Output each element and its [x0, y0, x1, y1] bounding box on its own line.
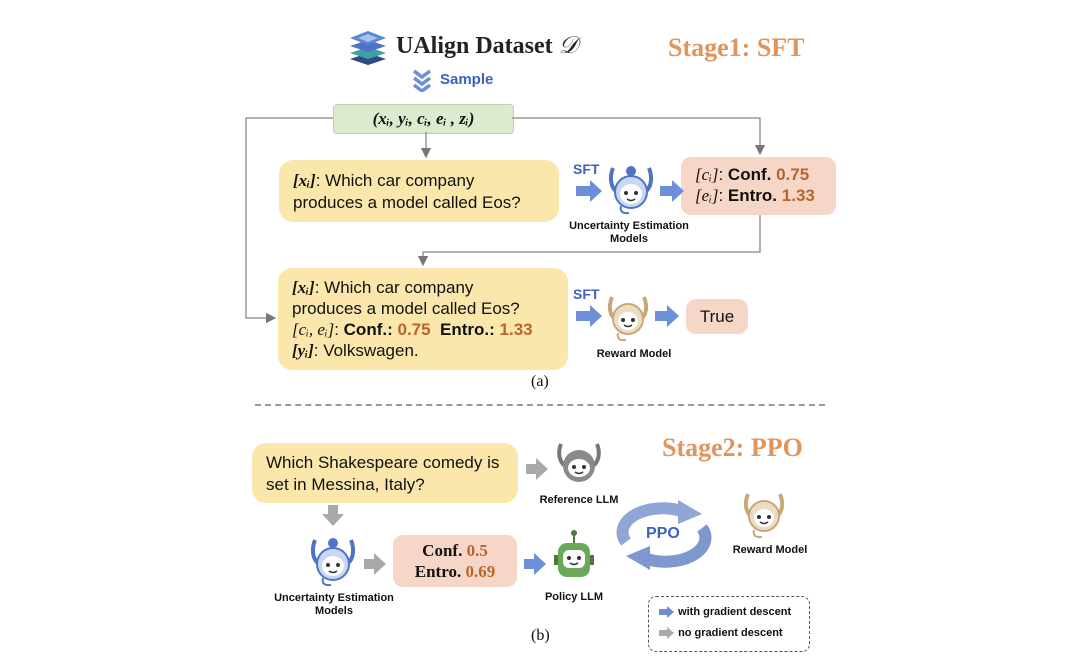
ppo-label: PPO	[646, 525, 680, 542]
reward-line1: : Which car company	[314, 278, 474, 297]
sample-chevron-icon	[412, 69, 432, 92]
arrow-question-ue	[576, 180, 602, 202]
stage1-title: Stage1: SFT	[668, 33, 805, 62]
arrow-reward-output	[655, 305, 679, 327]
ppo-question-box: Which Shakespeare comedy is set in Messi…	[252, 443, 518, 503]
conf-value: 0.75	[776, 165, 810, 184]
sample-tuple: (xᵢ, yᵢ, cᵢ, eᵢ , zᵢ)	[372, 109, 475, 128]
question-box: [xᵢ]: Which car company produces a model…	[279, 160, 559, 222]
policy-llm-label: Policy LLM	[544, 591, 604, 603]
legend-box: with gradient descent no gradient descen…	[648, 596, 810, 652]
reward-line4: : Volkswagen.	[313, 341, 419, 360]
reward-model-label-1: Reward Model	[596, 348, 672, 360]
ue-model-robot-icon-2	[310, 538, 356, 587]
entro-value: 1.33	[781, 186, 815, 205]
gray-arrow-icon	[659, 627, 674, 640]
arrow-question-ue2	[322, 505, 344, 526]
arrow-ue2-scores	[364, 553, 386, 575]
reward-model-robot-icon	[607, 296, 649, 342]
stage-separator	[255, 404, 825, 406]
ppo-question-line1: Which Shakespeare comedy is	[266, 453, 500, 472]
legend-with-gradient: with gradient descent	[678, 606, 792, 618]
arrow-question-reference	[526, 458, 548, 480]
ppo-conf-label: Conf.	[422, 541, 463, 560]
reward-entro-label: Entro.:	[440, 320, 495, 339]
reward-conf-label: Conf.:	[343, 320, 393, 339]
ppo-conf-value: 0.5	[466, 541, 488, 560]
blue-arrow-icon	[659, 606, 674, 619]
sft-label-1: SFT	[573, 161, 600, 177]
entro-label: Entro.	[727, 186, 778, 205]
legend-no-gradient: no gradient descent	[678, 627, 783, 639]
reward-line2: produces a model called Eos?	[292, 299, 520, 318]
reference-llm-robot-icon	[557, 443, 601, 482]
reward-y-tag: [yᵢ]	[292, 341, 314, 360]
arrow-input-reward	[576, 305, 602, 327]
sample-tuple-box: (xᵢ, yᵢ, cᵢ, eᵢ , zᵢ)	[333, 104, 514, 134]
sft-label-2: SFT	[573, 286, 600, 302]
caption-b: (b)	[531, 627, 550, 644]
ppo-question-line2: set in Messina, Italy?	[266, 475, 425, 494]
reward-entro-value: 1.33	[499, 320, 533, 339]
reward-model-label-2: Reward Model	[732, 544, 808, 556]
policy-llm-robot-icon	[554, 530, 594, 577]
reward-ce-tag: [cᵢ, eᵢ]	[292, 320, 335, 339]
output-label: True	[699, 307, 735, 326]
stage2-title: Stage2: PPO	[662, 433, 803, 462]
reward-input-box: [xᵢ]: Which car company produces a model…	[278, 268, 568, 370]
output-box: True	[686, 299, 748, 334]
ppo-entro-value: 0.69	[465, 562, 496, 581]
ue-model-label-1: Uncertainty Estimation Models	[569, 220, 689, 245]
caption-a: (a)	[531, 373, 549, 390]
question-tag: [xᵢ]	[293, 171, 316, 190]
ue-model-robot-icon	[608, 166, 654, 215]
dataset-stack-icon	[350, 31, 386, 65]
sample-label: Sample	[440, 71, 494, 88]
dataset-title: UAlign Dataset 𝒟	[396, 33, 578, 59]
ppo-entro-label: Entro.	[414, 562, 462, 581]
conf-tag: [cᵢ]	[695, 165, 719, 184]
reference-llm-label: Reference LLM	[539, 494, 619, 506]
scores-box: [cᵢ]: Conf. 0.75 [eᵢ]: Entro. 1.33	[681, 157, 836, 215]
question-line1: : Which car company	[315, 171, 475, 190]
connector-tuple-scores	[512, 117, 766, 156]
ppo-cycle-icon	[616, 500, 712, 570]
question-line2: produces a model called Eos?	[293, 193, 521, 212]
entro-tag: [eᵢ]	[695, 186, 719, 205]
ppo-scores-box: Conf. 0.5 Entro. 0.69	[393, 535, 517, 587]
reward-conf-value: 0.75	[397, 320, 431, 339]
reward-model-robot-icon-2	[743, 493, 785, 539]
ue-model-label-2: Uncertainty Estimation Models	[274, 592, 394, 617]
reward-x-tag: [xᵢ]	[292, 278, 315, 297]
conf-label: Conf.	[727, 165, 772, 184]
arrow-scores-policy	[524, 553, 546, 575]
